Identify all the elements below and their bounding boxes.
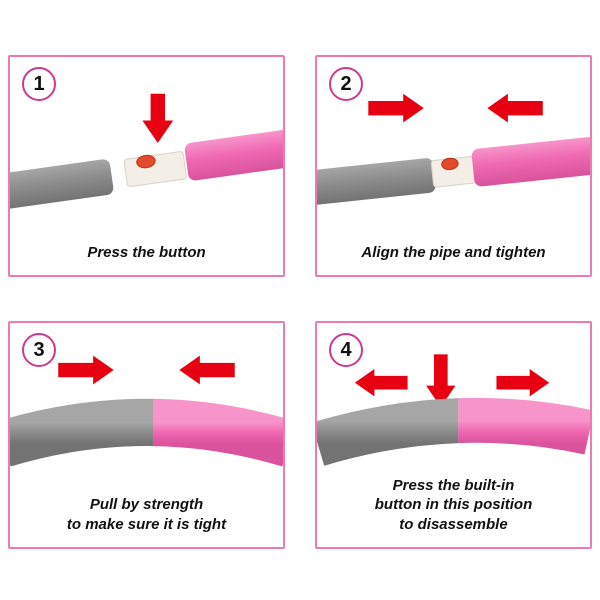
step-2-number-badge: 2 xyxy=(329,67,363,101)
down-arrow-icon xyxy=(142,93,174,144)
connector-button xyxy=(136,154,156,169)
panel-step-2: 2 Align the pipe and tighten xyxy=(315,55,592,277)
pipe-assembly-open xyxy=(10,126,283,211)
right-arrow-icon xyxy=(496,369,550,397)
panel-4-caption: Press the built-in button in this positi… xyxy=(317,476,590,548)
pink-pipe xyxy=(471,135,590,187)
pink-pipe xyxy=(184,126,283,181)
panel-step-1: 1 Press the button xyxy=(8,55,285,277)
connector-pipe xyxy=(123,151,187,188)
caption-line: Press the built-in xyxy=(392,476,515,494)
panel-2-illustration xyxy=(317,93,590,207)
left-arrow-icon xyxy=(179,355,235,385)
panel-2-caption: Align the pipe and tighten xyxy=(317,243,590,276)
gray-pipe xyxy=(10,159,114,211)
panel-3-caption: Pull by strength to make sure it is tigh… xyxy=(10,495,283,547)
gray-pipe-joined xyxy=(10,398,154,467)
panel-step-4: 4 Press the built-in button in this posi… xyxy=(315,321,592,549)
gray-pipe-joined xyxy=(317,398,459,466)
caption-line: Press the button xyxy=(87,243,206,261)
step-1-number-badge: 1 xyxy=(22,67,56,101)
step-1-number: 1 xyxy=(33,72,45,95)
right-arrow-icon xyxy=(58,355,114,385)
step-2-number: 2 xyxy=(340,72,352,95)
caption-line: Align the pipe and tighten xyxy=(361,243,546,261)
caption-line: to disassemble xyxy=(399,515,508,533)
pink-pipe-joined xyxy=(458,397,590,455)
left-arrow-icon xyxy=(487,93,543,123)
panel-1-illustration xyxy=(10,93,283,211)
step-4-number: 4 xyxy=(340,338,352,361)
steps-grid: 1 Press the button 2 xyxy=(8,55,592,549)
gray-pipe xyxy=(317,158,436,207)
panel-4-illustration xyxy=(317,354,590,466)
panel-1-caption: Press the button xyxy=(10,243,283,276)
panel-3-illustration xyxy=(10,355,283,467)
right-arrow-icon xyxy=(368,93,424,123)
left-arrow-icon xyxy=(354,369,408,397)
caption-line: button in this position xyxy=(374,496,533,513)
pink-pipe-joined xyxy=(153,398,283,467)
step-3-number-badge: 3 xyxy=(22,333,56,367)
caption-line: Pull by strength xyxy=(89,496,204,513)
caption-line: to make sure it is tight xyxy=(66,515,227,533)
pipe-assembly-aligned xyxy=(317,135,590,207)
step-3-number: 3 xyxy=(33,338,45,361)
panel-step-3: 3 Pull by strength to make sure it is ti… xyxy=(8,321,285,549)
down-arrow-icon xyxy=(426,354,456,408)
connector-button xyxy=(441,157,459,171)
step-4-number-badge: 4 xyxy=(329,333,363,367)
